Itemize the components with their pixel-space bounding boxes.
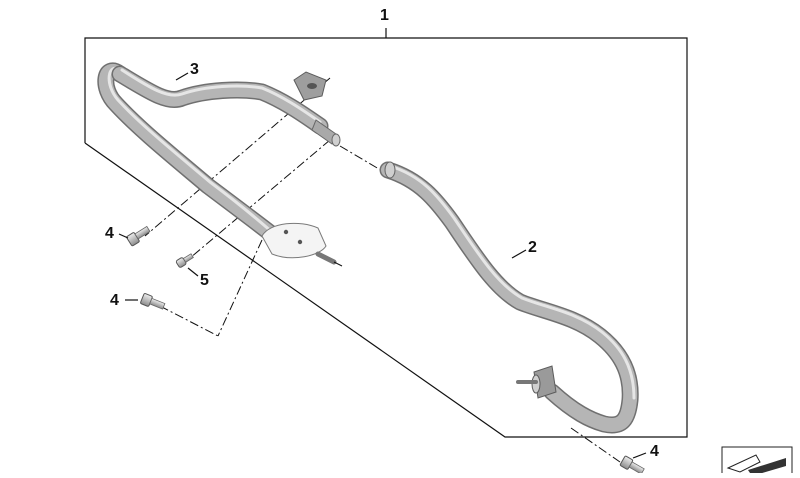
callout-assembly: 1 xyxy=(380,7,389,24)
left-guard-tube xyxy=(97,62,341,245)
lettering-sheet-icon xyxy=(721,446,793,478)
mounting-bracket xyxy=(261,222,343,267)
callout-bolt-lower: 4 xyxy=(110,292,119,309)
right-guard-tube xyxy=(379,161,639,434)
assembly-frame xyxy=(84,37,688,438)
hex-bolt-icon xyxy=(126,225,151,247)
callout-right-guard: 2 xyxy=(528,239,537,256)
hex-bolt-icon xyxy=(140,293,166,310)
axis-lines xyxy=(144,77,621,463)
leader-lines xyxy=(118,28,647,459)
callout-left-guard: 3 xyxy=(190,61,199,78)
callout-bolt-right: 4 xyxy=(650,443,659,460)
callout-small-screw: 5 xyxy=(200,272,209,289)
hex-bolt-icon xyxy=(619,455,645,475)
callout-bolt-upper: 4 xyxy=(105,225,114,242)
screw-icon xyxy=(175,253,194,268)
